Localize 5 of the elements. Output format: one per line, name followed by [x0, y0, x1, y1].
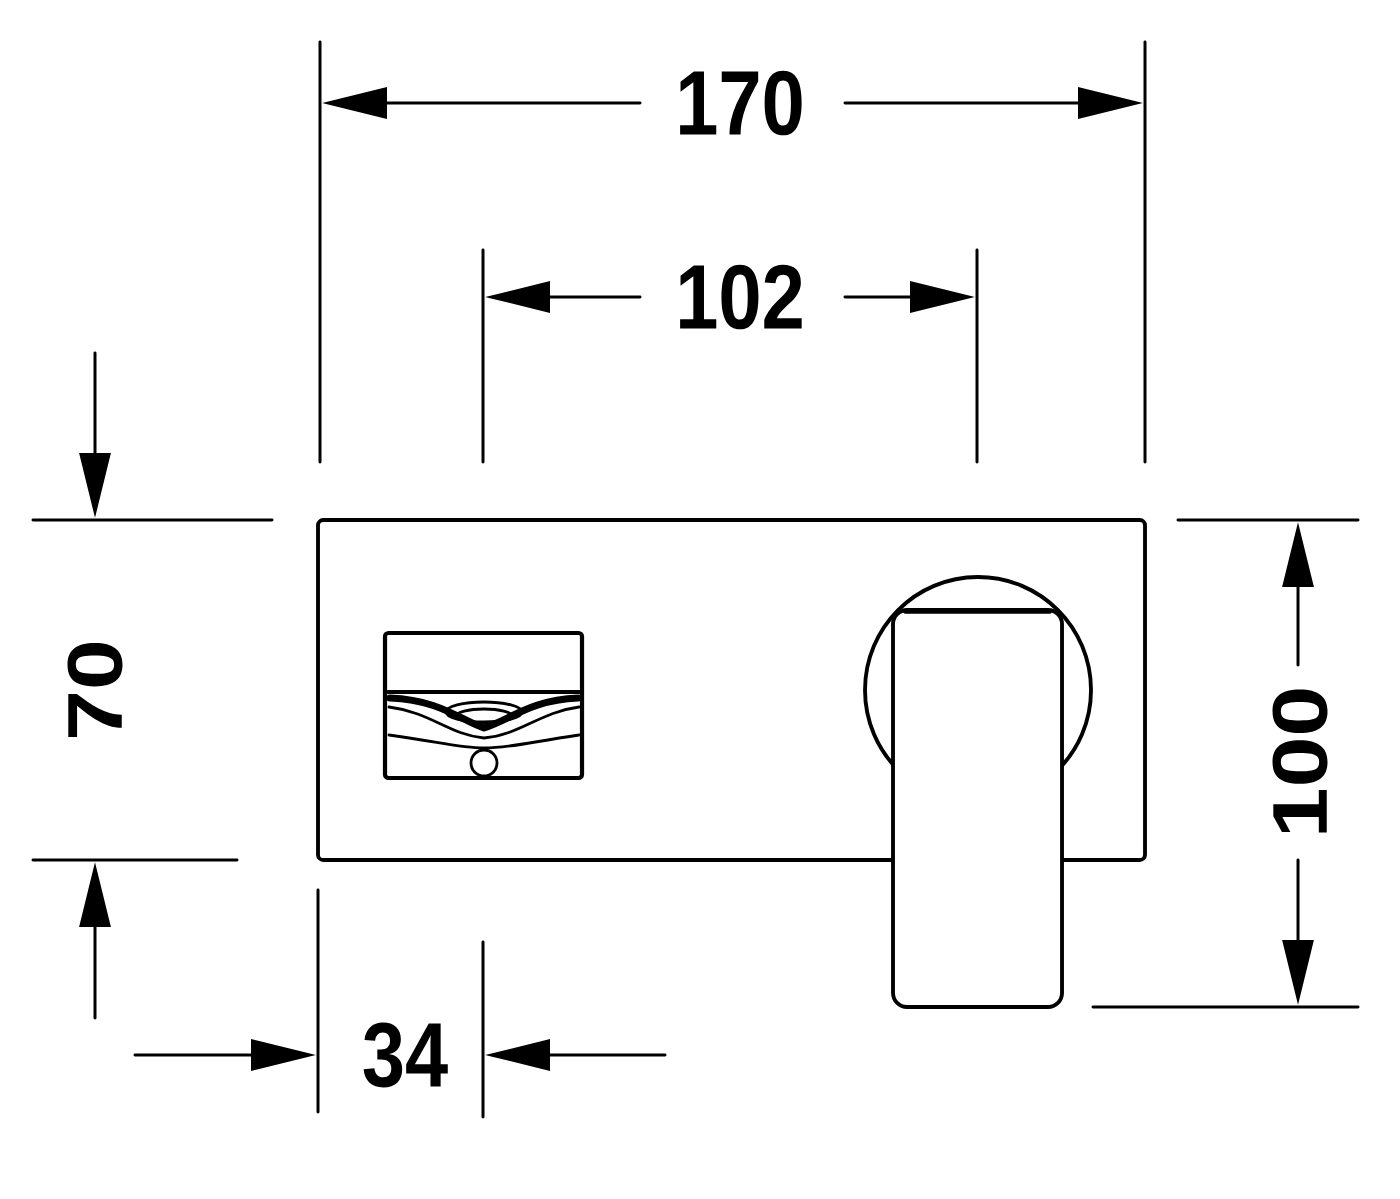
dimension-value: 102	[680, 264, 802, 330]
dimension-value: 34	[363, 1022, 448, 1088]
dimension-value: 100	[1272, 689, 1328, 833]
dimension-value: 170	[680, 70, 802, 136]
dimension-value: 70	[67, 642, 123, 737]
